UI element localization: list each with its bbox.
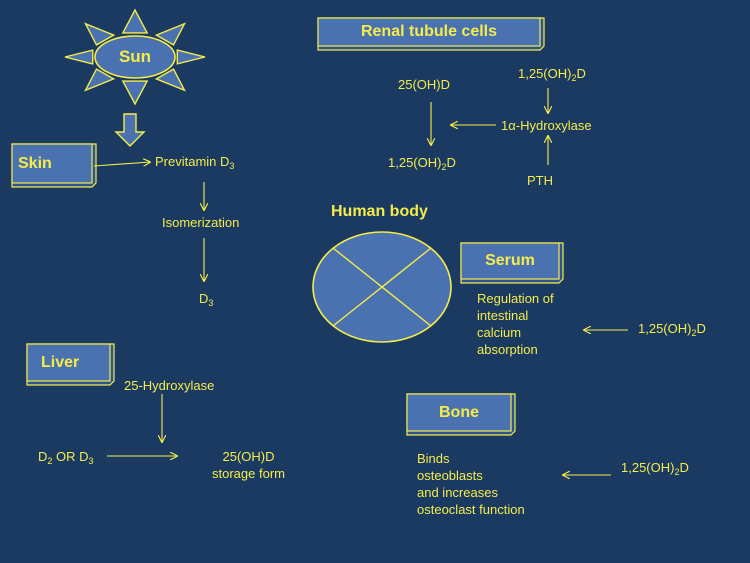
skin-to-previtamin-arrow xyxy=(93,162,150,167)
bone-line: osteoblasts xyxy=(417,468,483,483)
sun-ray xyxy=(176,49,206,65)
bone-line: Binds xyxy=(417,451,450,466)
serum-line: Regulation of xyxy=(477,291,554,306)
serum-line: absorption xyxy=(477,342,538,357)
renal-pth-label: PTH xyxy=(527,173,553,188)
liver-product-line: 25(OH)D xyxy=(222,449,275,464)
renal-calcitriol-top-label: 1,25(OH)2D xyxy=(518,66,586,83)
sun-to-skin-block-arrow xyxy=(114,113,146,147)
human-body-circle xyxy=(312,231,452,343)
liver-substrate-label: D2 OR D3 xyxy=(38,449,94,466)
serum-calcitriol-label: 1,25(OH)2D xyxy=(638,321,706,338)
skin-isomerization-label: Isomerization xyxy=(162,215,240,230)
liver-product-label: 25(OH)D storage form xyxy=(212,448,285,482)
skin-d3-label: D3 xyxy=(199,291,214,308)
sun-icon xyxy=(64,8,206,106)
liver-product-line: storage form xyxy=(212,466,285,481)
skin-box-shape xyxy=(11,143,97,188)
skin-box-label: Skin xyxy=(18,154,52,172)
sun-ray xyxy=(121,8,149,34)
bone-box-shape xyxy=(406,393,516,436)
serum-line: intestinal xyxy=(477,308,529,323)
serum-line: calcium xyxy=(477,325,522,340)
sun-label: Sun xyxy=(118,47,152,66)
renal-box-label: Renal tubule cells xyxy=(360,23,498,40)
sun-ray xyxy=(154,68,186,92)
serum-description: Regulation of intestinal calcium absorpt… xyxy=(477,290,587,358)
sun-ray xyxy=(121,80,149,106)
renal-calcidiol-label: 25(OH)D xyxy=(398,77,451,92)
skin-previtamin-label: Previtamin D3 xyxy=(155,154,235,171)
renal-box-shape xyxy=(317,17,545,51)
sun-ray xyxy=(84,22,116,46)
serum-box-label: Serum xyxy=(485,252,535,269)
human-body-title: Human body xyxy=(331,203,428,220)
bone-calcitriol-label: 1,25(OH)2D xyxy=(621,460,689,477)
sun-ray xyxy=(84,68,116,92)
liver-box-label: Liver xyxy=(41,353,80,371)
liver-enzyme-label: 25-Hydroxylase xyxy=(124,378,215,393)
serum-box-shape xyxy=(460,242,564,284)
bone-line: and increases xyxy=(417,485,498,500)
bone-description: Binds osteoblasts and increases osteocla… xyxy=(417,450,567,518)
liver-box-shape xyxy=(26,343,115,386)
renal-hydroxylase-label: 1α-Hydroxylase xyxy=(501,118,592,133)
sun-ray xyxy=(64,49,94,65)
bone-line: osteoclast function xyxy=(417,502,525,517)
renal-calcitriol-product-label: 1,25(OH)2D xyxy=(388,155,456,172)
sun-ray xyxy=(154,22,186,46)
bone-box-label: Bone xyxy=(439,403,479,421)
